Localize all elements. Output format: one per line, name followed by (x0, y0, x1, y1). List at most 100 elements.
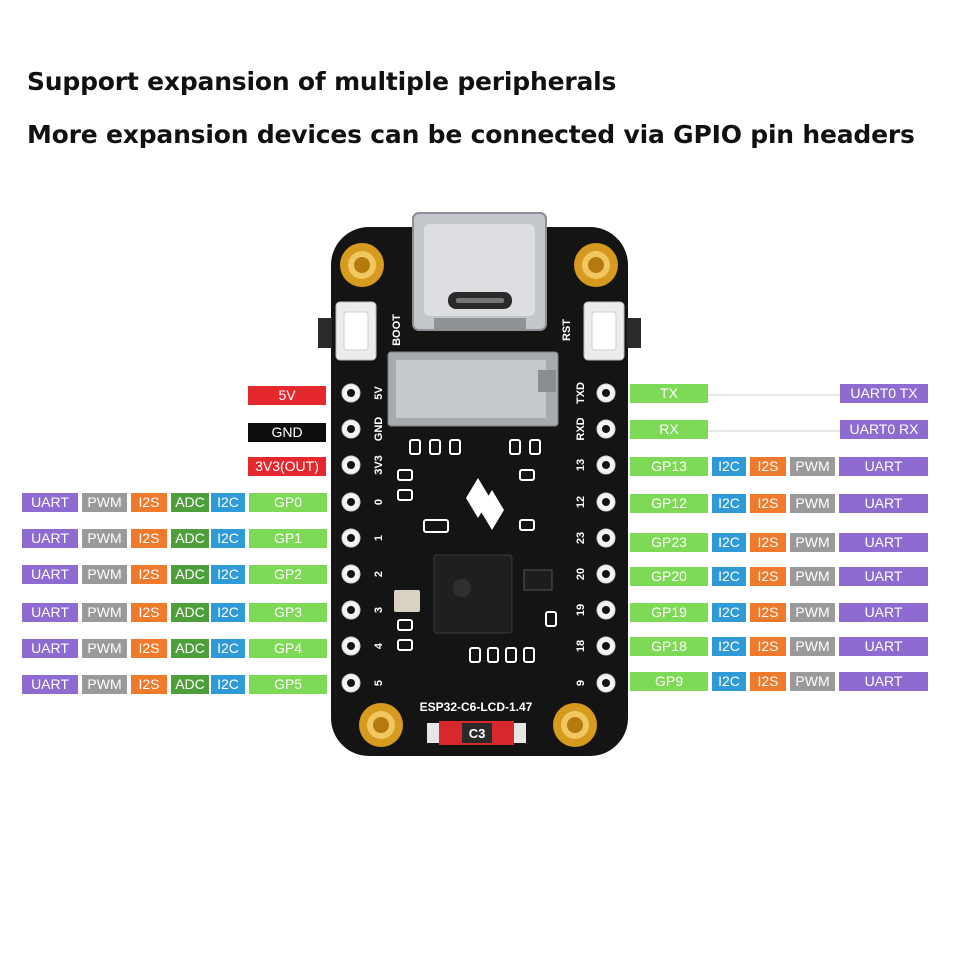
silk-left-3v3: 3V3 (373, 455, 385, 475)
function-i2c: I2C (712, 567, 746, 586)
power-label-3v3-out: 3V3(OUT) (248, 457, 326, 476)
c3-chip-label-bg (462, 723, 492, 743)
board-model-label: ESP32-C6-LCD-1.47 (420, 700, 533, 714)
silk-right-9: 9 (575, 680, 587, 686)
function-i2c: I2C (211, 675, 245, 694)
function-adc: ADC (171, 565, 209, 584)
function-i2c: I2C (712, 672, 746, 691)
silk-left-2: 2 (373, 571, 385, 577)
silk-left-gnd: GND (373, 417, 385, 442)
esp-module (433, 554, 513, 634)
silk-right-12: 12 (575, 496, 587, 508)
silk-left-4: 4 (373, 642, 385, 649)
gpio-pin-label: GP23 (630, 533, 708, 552)
function-uart: UART (22, 639, 78, 658)
function-pwm: PWM (82, 675, 127, 694)
function-pwm: PWM (82, 639, 127, 658)
function-uart: UART (839, 567, 928, 586)
gpio-pin-label: GP19 (630, 603, 708, 622)
silk-right-20: 20 (575, 568, 587, 580)
right-header-holes (602, 389, 610, 687)
function-i2c: I2C (712, 637, 746, 656)
function-i2c: I2C (712, 494, 746, 513)
function-adc: ADC (171, 639, 209, 658)
mounting-hole-top-left (340, 243, 384, 287)
function-uart: UART (839, 494, 928, 513)
function-i2c: I2C (211, 565, 245, 584)
function-pwm: PWM (790, 457, 835, 476)
function-i2s: I2S (750, 567, 786, 586)
c3-chip-label: C3 (469, 726, 486, 741)
function-i2s: I2S (750, 637, 786, 656)
uart-pin-label: RX (630, 420, 708, 439)
function-pwm: PWM (82, 493, 127, 512)
silk-right-18: 18 (575, 640, 587, 652)
gpio-pin-label: GP2 (249, 565, 327, 584)
waveshare-logo-icon (466, 478, 504, 530)
function-i2s: I2S (131, 639, 167, 658)
function-uart: UART (22, 675, 78, 694)
mounting-hole-top-right (574, 243, 618, 287)
left-header-holes (347, 389, 355, 687)
function-pwm: PWM (790, 672, 835, 691)
silk-left-0: 0 (373, 499, 385, 505)
function-uart: UART (22, 529, 78, 548)
function-i2c: I2C (211, 639, 245, 658)
function-i2s: I2S (131, 565, 167, 584)
silk-left-1: 1 (373, 535, 385, 541)
headline-primary: Support expansion of multiple peripheral… (27, 67, 617, 96)
gpio-pin-label: GP0 (249, 493, 327, 512)
power-label-gnd: GND (248, 423, 326, 442)
function-uart: UART (839, 637, 928, 656)
gpio-pin-label: GP1 (249, 529, 327, 548)
function-uart: UART (839, 533, 928, 552)
silk-boot: BOOT (391, 314, 403, 346)
headline-secondary: More expansion devices can be connected … (27, 120, 915, 149)
boot-button-side (318, 318, 332, 348)
function-uart: UART (839, 672, 928, 691)
function-i2c: I2C (211, 603, 245, 622)
uart-function-label: UART0 RX (840, 420, 928, 439)
function-uart: UART (839, 603, 928, 622)
tf-card-slot (387, 351, 559, 427)
smd-pads (397, 439, 557, 663)
function-pwm: PWM (790, 637, 835, 656)
function-i2s: I2S (750, 494, 786, 513)
function-pwm: PWM (82, 529, 127, 548)
function-i2s: I2S (131, 529, 167, 548)
function-adc: ADC (171, 529, 209, 548)
function-uart: UART (22, 603, 78, 622)
function-pwm: PWM (790, 603, 835, 622)
function-pwm: PWM (82, 565, 127, 584)
gpio-pin-label: GP4 (249, 639, 327, 658)
function-pwm: PWM (790, 494, 835, 513)
gpio-pin-label: GP9 (630, 672, 708, 691)
function-adc: ADC (171, 603, 209, 622)
function-i2s: I2S (750, 672, 786, 691)
left-silkscreen: 5V GND 3V3 0 1 2 3 4 5 BOOT (373, 314, 403, 686)
function-i2s: I2S (131, 493, 167, 512)
rst-button-side (627, 318, 641, 348)
function-i2s: I2S (131, 675, 167, 694)
function-i2c: I2C (712, 533, 746, 552)
crystal (394, 590, 420, 612)
function-pwm: PWM (82, 603, 127, 622)
function-uart: UART (22, 565, 78, 584)
function-uart: UART (839, 457, 928, 476)
chip-pad-right (514, 723, 526, 743)
gpio-pin-label: GP20 (630, 567, 708, 586)
function-adc: ADC (171, 675, 209, 694)
function-i2c: I2C (211, 529, 245, 548)
gpio-pin-label: GP18 (630, 637, 708, 656)
uart-function-label: UART0 TX (840, 384, 928, 403)
silk-left-5: 5 (373, 680, 385, 686)
function-i2c: I2C (712, 457, 746, 476)
function-i2s: I2S (750, 603, 786, 622)
mounting-hole-bottom-right (553, 703, 597, 747)
gpio-pin-label: GP13 (630, 457, 708, 476)
mounting-hole-bottom-left (359, 703, 403, 747)
silk-rst: RST (561, 319, 573, 341)
usb-c-front (412, 212, 547, 331)
silk-right-19: 19 (575, 604, 587, 616)
